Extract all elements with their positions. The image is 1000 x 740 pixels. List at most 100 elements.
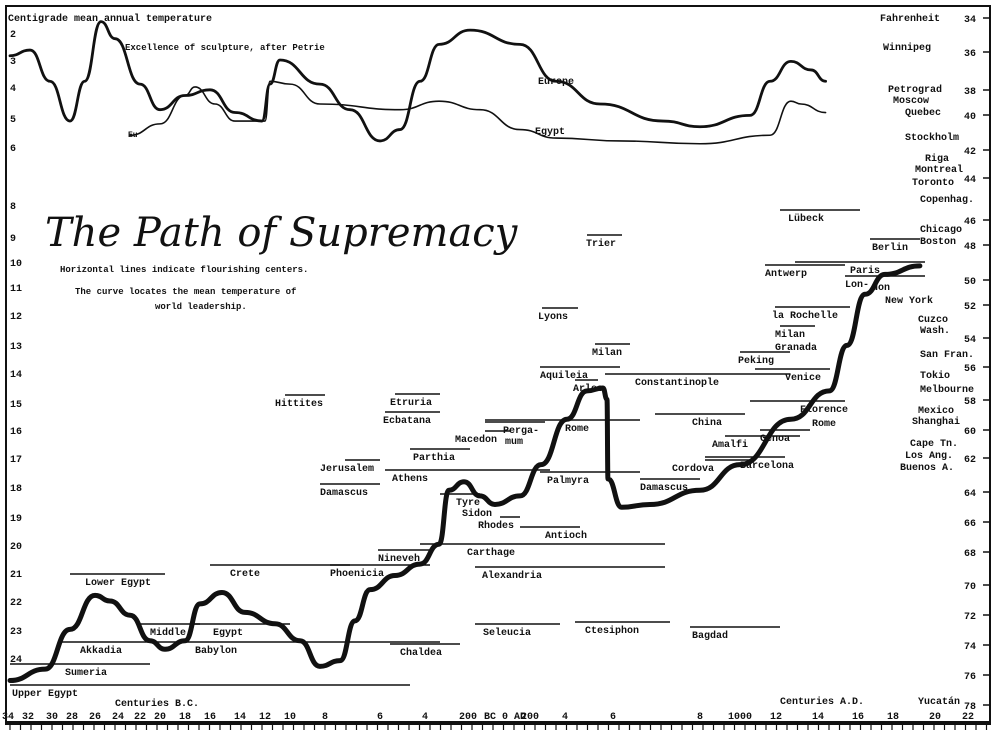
center-label: Middle	[150, 627, 186, 639]
center-label: don	[872, 282, 890, 294]
y-left-tick-label: 22	[10, 598, 22, 609]
y-right-tick-label: 42	[964, 147, 976, 158]
modern-city-label: Cuzco	[918, 315, 948, 326]
y-right-tick-label: 58	[964, 397, 976, 408]
center-label: Trier	[586, 238, 616, 250]
x-tick-label: 34	[2, 712, 14, 723]
y-left-tick-label: 6	[10, 144, 16, 155]
center-label: Chaldea	[400, 647, 442, 659]
modern-city-label: Quebec	[905, 107, 941, 119]
x-tick-label: 6	[610, 712, 616, 723]
center-label: Akkadia	[80, 645, 122, 657]
x-tick-label: 16	[204, 712, 216, 723]
y-left-tick-label: 18	[10, 484, 22, 495]
y-left-tick-label: 13	[10, 342, 22, 353]
x-tick-label: 12	[259, 712, 271, 723]
modern-city-label: San Fran.	[920, 350, 974, 361]
x-tick-label: 18	[179, 712, 191, 723]
y-right-tick-label: 78	[964, 702, 976, 713]
x-tick-label: 200	[459, 712, 477, 723]
center-label: China	[692, 417, 722, 429]
center-label: Lower Egypt	[85, 578, 151, 589]
y-right-tick-label: 66	[964, 519, 976, 530]
center-label: Genoa	[760, 434, 790, 445]
y-right-tick-label: 36	[964, 49, 976, 60]
y-right-tick-label: 52	[964, 302, 976, 313]
subtitle-line-3: world leadership.	[155, 302, 247, 312]
center-label: Parthia	[413, 452, 455, 464]
center-label: Florence	[800, 404, 848, 416]
center-label: Lon-	[845, 280, 869, 291]
x-tick-label: 8	[322, 712, 328, 723]
y-left-tick-label: 21	[10, 570, 22, 581]
modern-city-label: Moscow	[893, 96, 929, 107]
y-left-tick-label: 4	[10, 84, 16, 95]
x-tick-label: 32	[22, 712, 34, 723]
x-tick-label: 18	[887, 712, 899, 723]
y-left-tick-label: 10	[10, 259, 22, 270]
center-label: Seleucia	[483, 627, 531, 639]
modern-city-label: Cape Tn.	[910, 439, 958, 450]
y-left-tick-label: 14	[10, 370, 22, 381]
center-label: Granada	[775, 342, 817, 354]
y-right-tick-label: 74	[964, 642, 976, 653]
x-tick-label: 4	[562, 712, 568, 723]
y-left-tick-label: 16	[10, 427, 22, 438]
modern-city-label: Boston	[920, 237, 956, 248]
center-label: Macedon	[455, 434, 497, 446]
x-tick-label: 30	[46, 712, 58, 723]
center-label: Barcelona	[740, 460, 794, 472]
center-label: Lyons	[538, 312, 568, 323]
center-label: Milan	[775, 329, 805, 341]
modern-city-label: Mexico	[918, 405, 954, 417]
subtitle-line-1: Horizontal lines indicate flourishing ce…	[60, 265, 308, 275]
modern-city-label: Los Ang.	[905, 451, 953, 462]
modern-city-label: Winnipeg	[883, 42, 931, 54]
chart-title: The Path of Supremacy	[45, 210, 519, 256]
y-right-tick-label: 38	[964, 87, 976, 98]
subtitle-line-2: The curve locates the mean temperature o…	[75, 287, 296, 297]
center-label: Paris	[850, 265, 880, 277]
sculpture-caption: Excellence of sculpture, after Petrie	[125, 43, 325, 53]
y-right-tick-label: 64	[964, 489, 976, 500]
modern-city-label: Tokio	[920, 370, 950, 382]
y-left-tick-label: 11	[10, 284, 22, 295]
x-tick-label: 28	[66, 712, 78, 723]
center-label: Hittites	[275, 398, 323, 410]
y-right-tick-label: 34	[964, 15, 976, 26]
y-left-tick-label: 5	[10, 115, 16, 126]
left-axis-label: Centigrade mean annual temperature	[8, 13, 212, 25]
center-label: Antioch	[545, 530, 587, 542]
modern-city-label: Melbourne	[920, 384, 974, 396]
leadership-curve	[7, 263, 923, 684]
modern-city-label: Yucatán	[918, 696, 960, 708]
y-right-tick-label: 40	[964, 112, 976, 123]
center-label: Etruria	[390, 397, 432, 409]
y-left-tick-label: 3	[10, 57, 16, 68]
x-tick-label: 20	[929, 712, 941, 723]
x-tick-label: 24	[112, 712, 124, 723]
center-label: Milan	[592, 347, 622, 359]
y-right-tick-label: 70	[964, 582, 976, 593]
y-left-tick-label: 15	[10, 400, 22, 411]
center-label: Ctesiphon	[585, 625, 639, 637]
modern-city-label: Petrograd	[888, 84, 942, 96]
europe-sculpture-curve	[8, 20, 827, 143]
center-label: Amalfi	[712, 439, 748, 451]
x-tick-label: 26	[89, 712, 101, 723]
center-label: Antwerp	[765, 269, 807, 280]
center-label: Jerusalem	[320, 463, 374, 475]
y-left-tick-label: 20	[10, 542, 22, 553]
center-label: mum	[505, 437, 523, 448]
curve-label-europe: Europe	[538, 77, 574, 88]
center-label: Tyre	[456, 498, 480, 509]
center-label: Sidon	[462, 508, 492, 520]
plot-frame	[5, 5, 991, 725]
y-right-tick-label: 72	[964, 612, 976, 623]
center-label: Upper Egypt	[12, 689, 78, 700]
center-label: Aquileia	[540, 370, 588, 382]
center-label: Athens	[392, 473, 428, 485]
curve-label-eu: Eu	[128, 131, 138, 140]
x-tick-label: 14	[812, 712, 824, 723]
